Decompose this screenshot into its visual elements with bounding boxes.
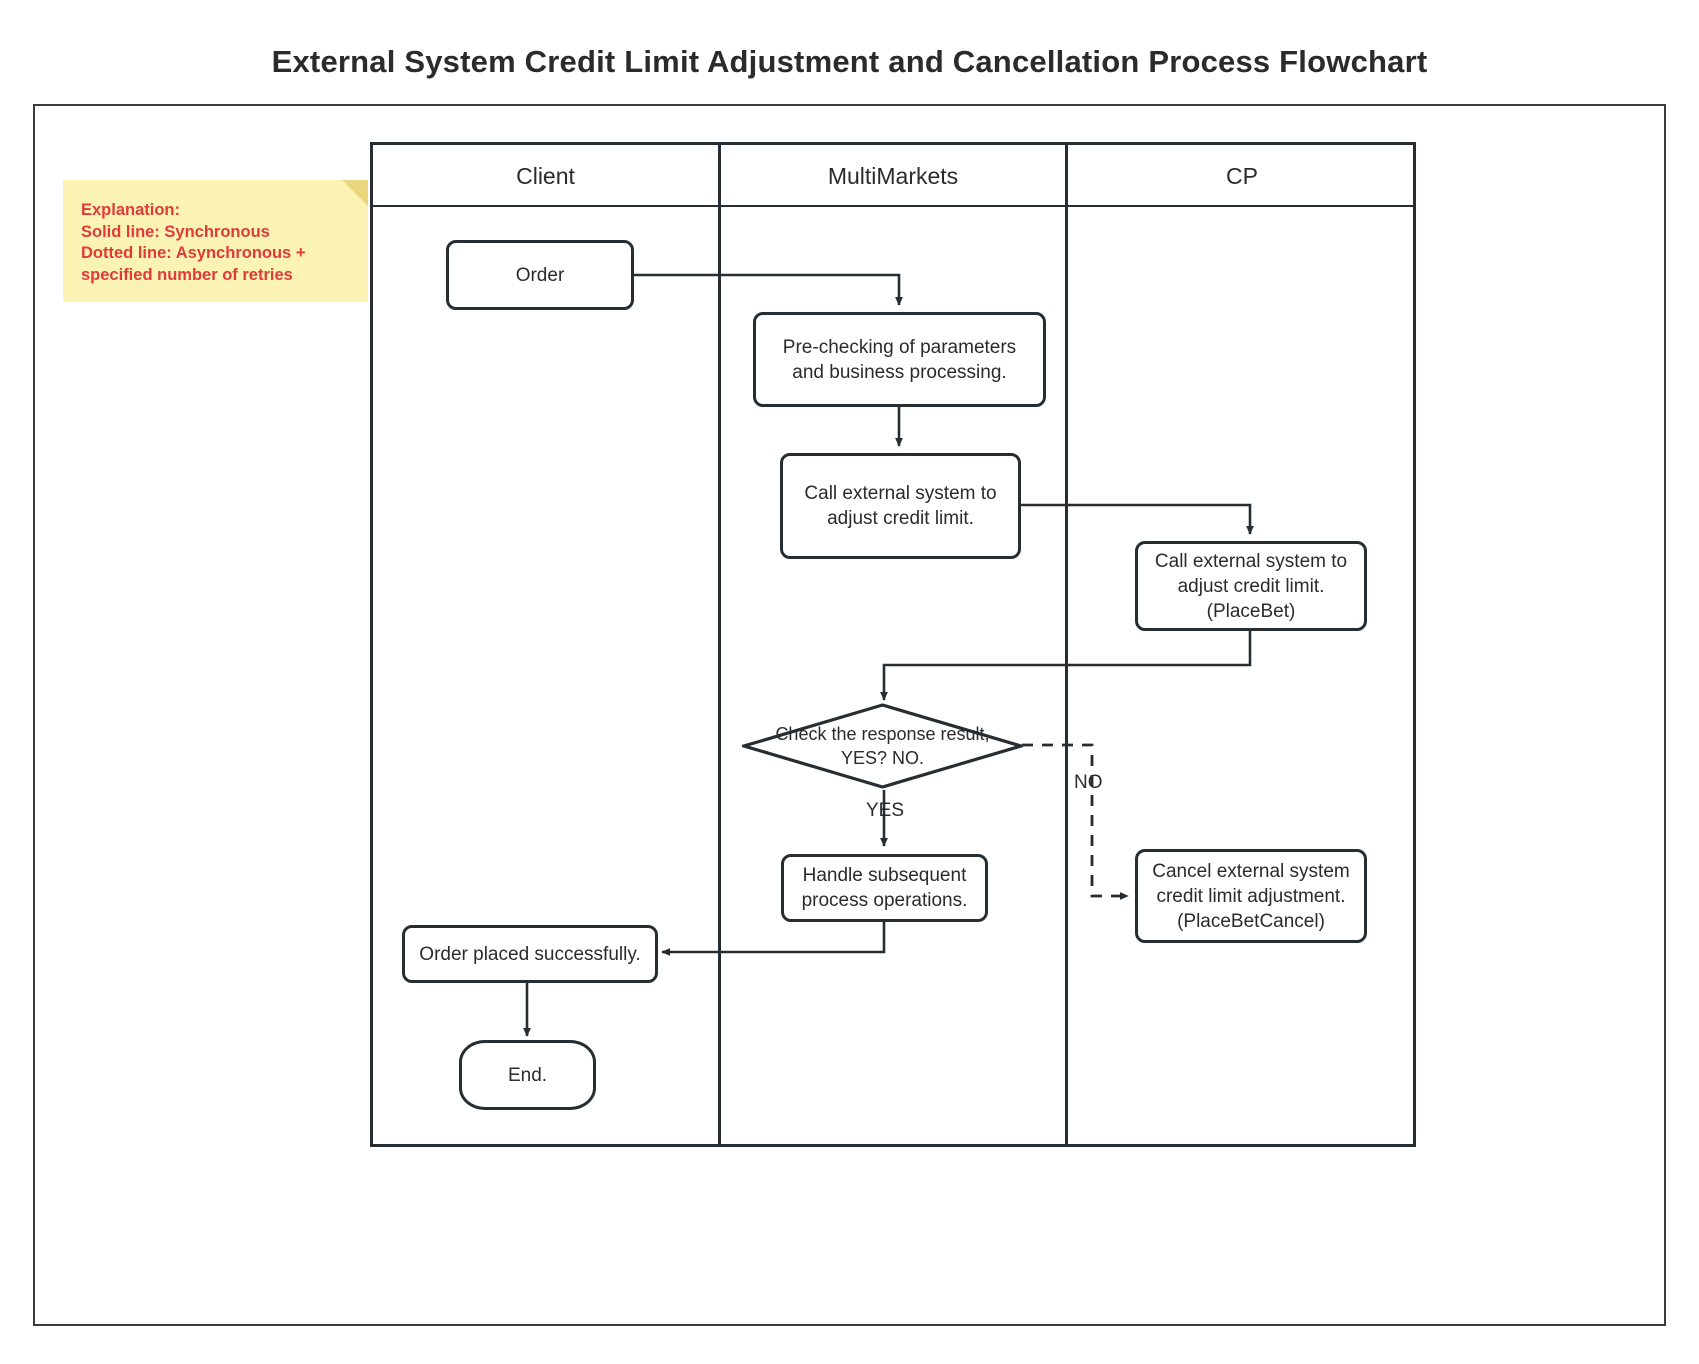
note-fold-corner — [342, 180, 368, 206]
node-handle-subsequent[interactable]: Handle subsequent process operations. — [781, 854, 988, 922]
node-prechecking[interactable]: Pre-checking of parameters and business … — [753, 312, 1046, 407]
swimlane-header-client: Client — [516, 163, 575, 189]
note-dotted-line-2: specified number of retries — [81, 265, 293, 284]
node-handle-subsequent-label: Handle subsequent process operations. — [801, 865, 968, 911]
explanation-note: Explanation: Solid line: Synchronous Dot… — [63, 180, 368, 302]
swimlane-header-rule — [373, 205, 1413, 207]
decision-diamond-shape — [742, 703, 1023, 789]
page-title: External System Credit Limit Adjustment … — [271, 44, 1428, 79]
node-order[interactable]: Order — [446, 240, 634, 310]
node-end-label: End. — [507, 1064, 548, 1086]
node-placebet-label: Call external system to adjust credit li… — [1154, 550, 1348, 622]
note-heading: Explanation: — [81, 201, 181, 219]
note-solid-line: Solid line: Synchronous — [81, 222, 270, 241]
node-order-success-label: Order placed successfully. — [419, 943, 641, 965]
node-end[interactable]: End. — [459, 1040, 596, 1110]
note-dotted-line-1: Dotted line: Asynchronous + — [81, 244, 306, 262]
node-placebetcancel[interactable]: Cancel external system credit limit adju… — [1135, 849, 1367, 943]
node-order-success[interactable]: Order placed successfully. — [402, 925, 658, 983]
node-call-adjust[interactable]: Call external system to adjust credit li… — [780, 453, 1021, 559]
node-placebetcancel-label: Cancel external system credit limit adju… — [1152, 860, 1350, 932]
node-call-adjust-label: Call external system to adjust credit li… — [804, 483, 997, 529]
node-check-response[interactable]: Check the response result, YES? NO. — [742, 703, 1023, 789]
swimlane-header-cp: CP — [1226, 163, 1258, 189]
node-placebet[interactable]: Call external system to adjust credit li… — [1135, 541, 1367, 631]
edge-label-yes: YES — [866, 800, 905, 821]
swimlane-divider-2 — [1065, 145, 1068, 1144]
node-order-label: Order — [515, 264, 565, 286]
swimlane-divider-1 — [718, 145, 721, 1144]
swimlane-header-multimarkets: MultiMarkets — [827, 163, 959, 189]
node-check-response-label: Check the response result, YES? NO. — [775, 724, 990, 768]
edge-label-no: NO — [1074, 772, 1103, 793]
node-prechecking-label: Pre-checking of parameters and business … — [782, 336, 1017, 383]
